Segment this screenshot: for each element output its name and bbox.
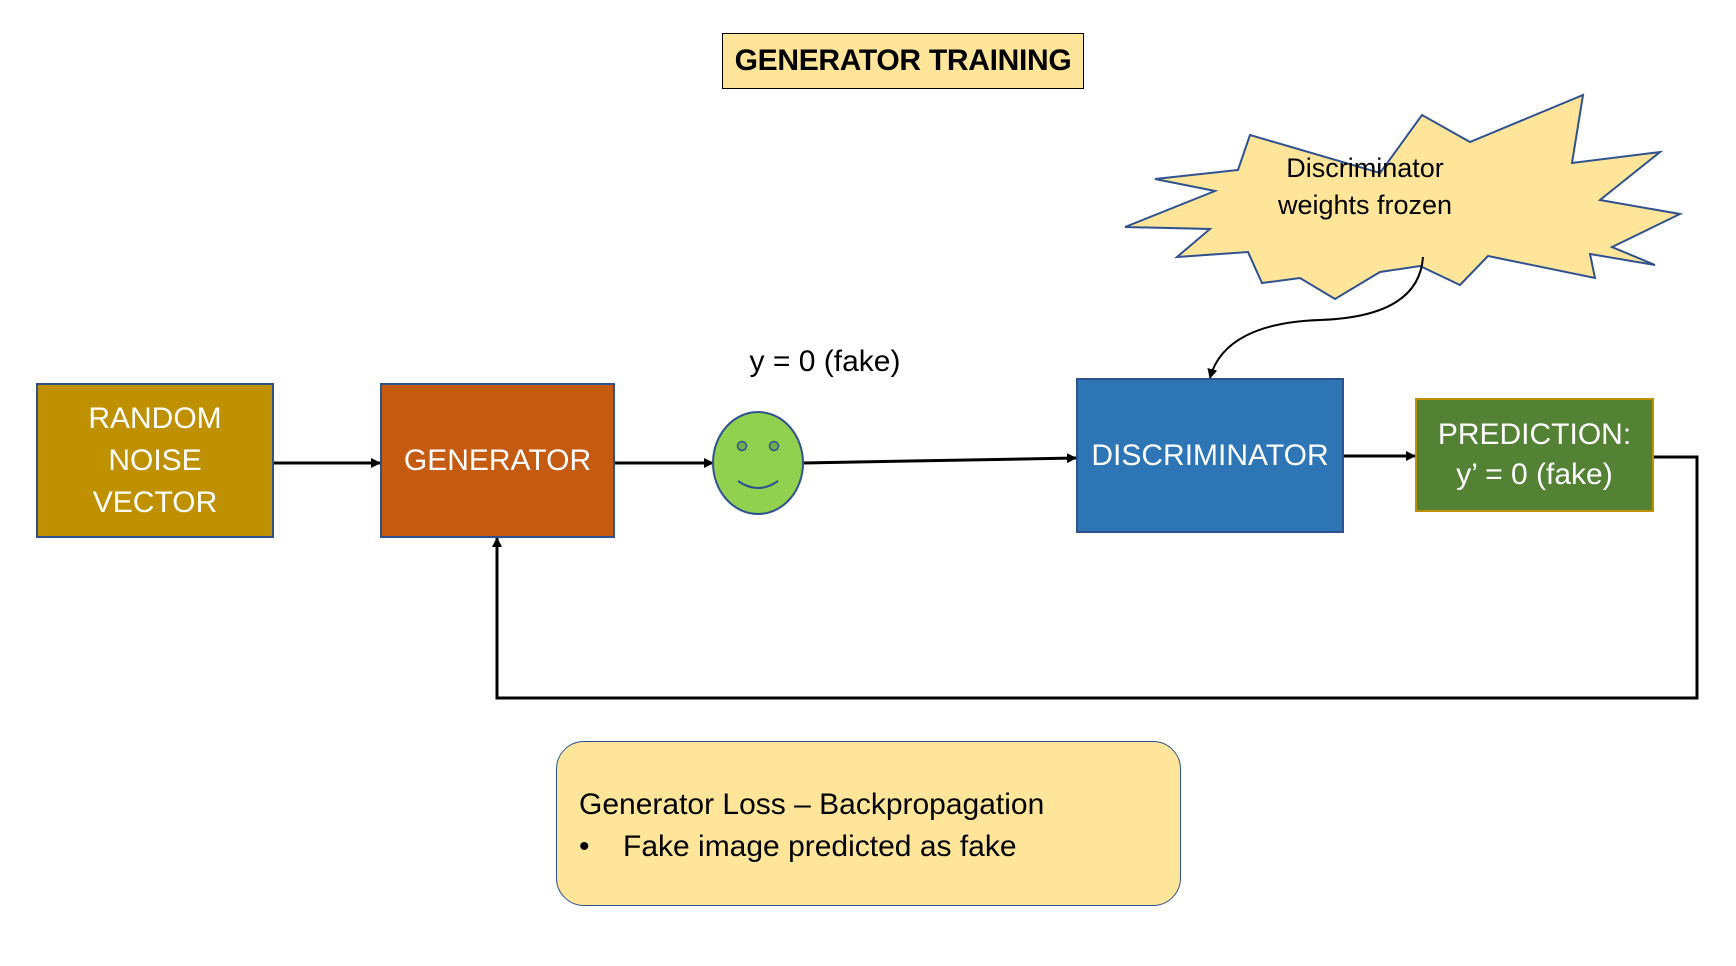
prediction-line-1: PREDICTION: [1437,418,1632,451]
discriminator-label: DISCRIMINATOR [1091,438,1329,472]
discriminator-node: DISCRIMINATOR [1076,378,1344,533]
noise-line-1: RANDOM [88,401,222,435]
feedback-loop-arrow [492,455,1699,700]
diagram-title: GENERATOR TRAINING [722,33,1084,89]
loss-heading: Generator Loss – Backpropagation [579,788,1045,821]
generator-label: GENERATOR [403,443,592,477]
starburst-callout-text: Discriminator weights frozen [1240,150,1490,224]
loss-bullet-text: Fake image predicted as fake [623,830,1017,863]
generator-node: GENERATOR [380,383,615,538]
prediction-node: PREDICTION: y’ = 0 (fake) [1415,398,1654,512]
noise-line-3: VECTOR [92,485,218,519]
random-noise-vector-node: RANDOM NOISE VECTOR [36,383,274,538]
bullet-icon: • [579,830,590,863]
prediction-line-2: y’ = 0 (fake) [1456,458,1613,491]
callout-line-2: weights frozen [1277,190,1453,220]
callout-line-1: Discriminator [1286,153,1444,183]
fake-sample-label: y = 0 (fake) [749,345,901,378]
callout-to-discriminator-arrow [1207,256,1424,379]
smiley-face-icon [712,411,804,515]
sample-to-discriminator-arrow [802,453,1077,465]
loss-bullet-item: • Fake image predicted as fake [579,826,1180,868]
noise-line-2: NOISE [108,443,202,477]
starburst-callout-shape [1124,93,1684,301]
generator-loss-note: Generator Loss – Backpropagation • Fake … [556,741,1181,906]
